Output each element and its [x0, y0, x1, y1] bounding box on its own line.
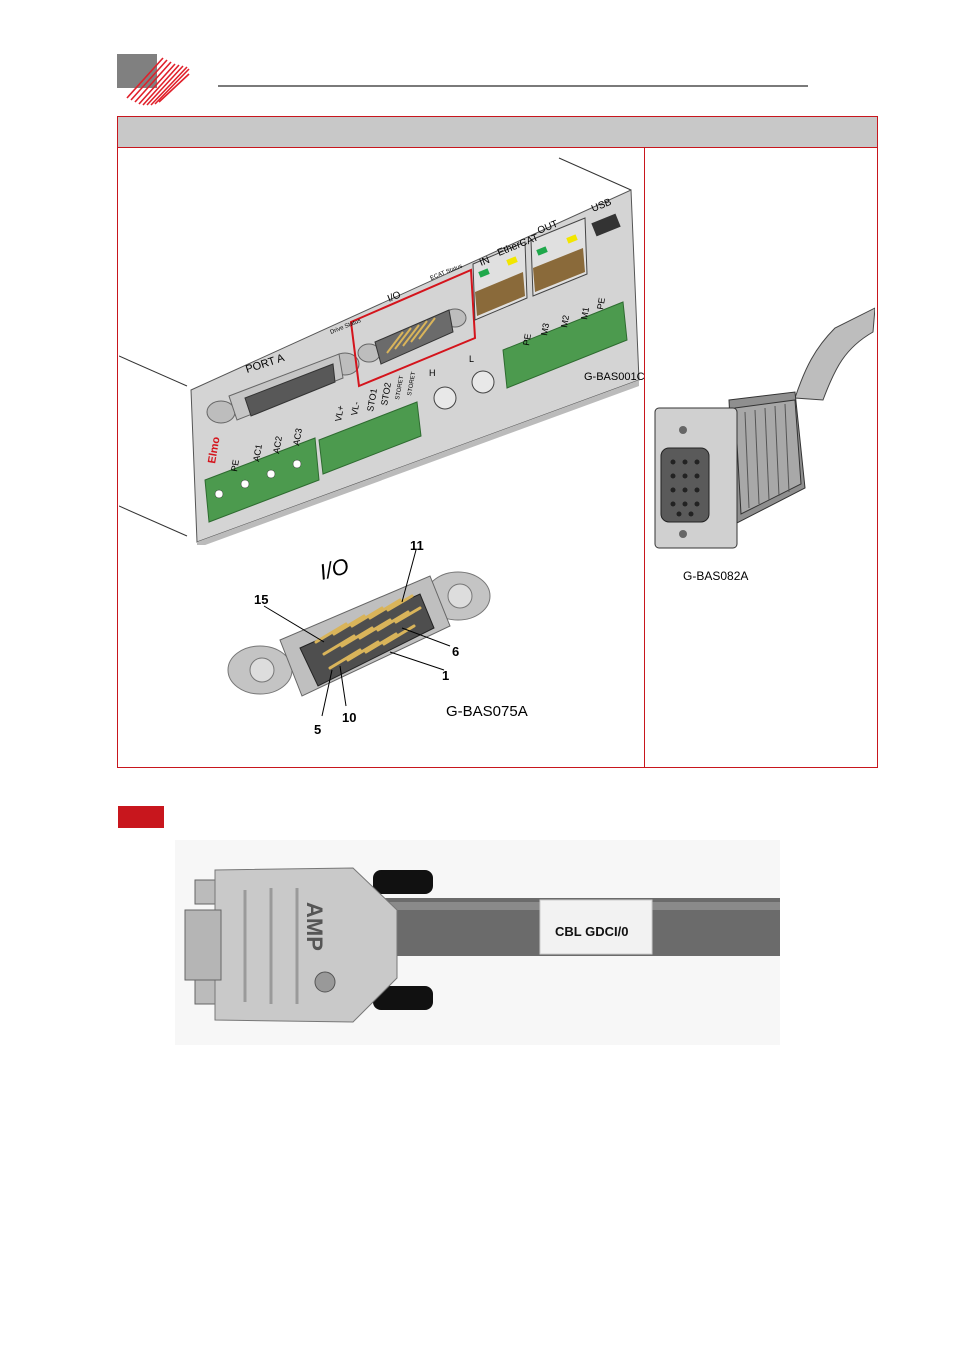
amp-brand-text: AMP	[302, 902, 327, 951]
terminal-m2: M2	[559, 314, 571, 328]
terminal-pe-right-1: PE	[521, 333, 533, 347]
io-closeup-title: I/O	[317, 553, 352, 585]
rotary-switch-h	[434, 387, 456, 409]
terminal-m1: M1	[579, 306, 591, 320]
pin-5-label: 5	[314, 722, 321, 737]
switch-h-label: H	[429, 368, 436, 378]
cable-photo: CBL GDCI/0 AMP	[175, 840, 780, 1045]
drive-front-illustration: PORT A I/O Drive Status ECAT Status IN E…	[119, 150, 641, 545]
cable-label-text: CBL GDCI/0	[555, 924, 628, 939]
pin-6-label: 6	[452, 644, 459, 659]
terminal-pe-right-2: PE	[595, 297, 607, 311]
mating-plug-illustration	[645, 288, 875, 558]
header-rule	[218, 85, 808, 87]
company-logo-icon	[117, 54, 191, 106]
pin-11-label: 11	[410, 538, 424, 553]
figure-panel-header	[118, 117, 877, 148]
figure-code-plug: G-BAS082A	[683, 569, 748, 583]
pin-1-label: 1	[442, 668, 449, 683]
switch-l-label: L	[469, 354, 474, 364]
pin-15-label: 15	[254, 592, 268, 607]
rotary-switch-l	[472, 371, 494, 393]
figure-code-io-connector: G-BAS075A	[446, 703, 528, 720]
pin-10-label: 10	[342, 710, 356, 725]
terminal-pe-left: PE	[229, 459, 241, 473]
terminal-m3: M3	[539, 322, 551, 336]
figure-code-drive: G-BAS001C	[584, 371, 645, 383]
note-marker	[118, 806, 164, 828]
